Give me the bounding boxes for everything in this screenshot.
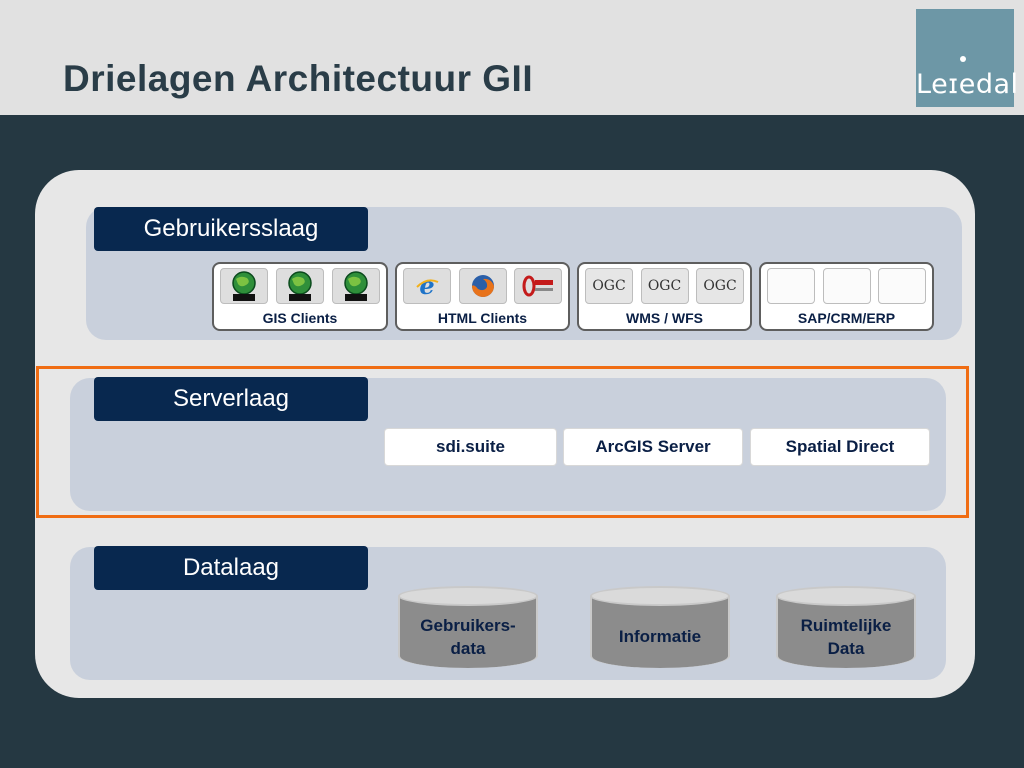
slide-header xyxy=(0,0,1024,115)
sap-crm-erp-caption: SAP/CRM/ERP xyxy=(797,310,896,326)
server-sdi-suite: sdi.suite xyxy=(384,428,557,466)
ogc-icon: OGC xyxy=(585,268,633,304)
database-informatie: Informatie xyxy=(590,586,730,672)
wms-wfs-group: OGC OGC OGC WMS / WFS xyxy=(577,262,752,331)
gis-clients-group: GIS Clients xyxy=(212,262,388,331)
ogc-icon: OGC xyxy=(696,268,744,304)
gis-clients-caption: GIS Clients xyxy=(262,310,338,326)
server-spatial-direct: Spatial Direct xyxy=(750,428,930,466)
blank-icon xyxy=(767,268,815,304)
esri-globe-icon xyxy=(220,268,268,304)
user-layer-label: Gebruikersslaag xyxy=(94,207,368,251)
blank-icon xyxy=(878,268,926,304)
opera-icon xyxy=(514,268,562,304)
logo-dot xyxy=(960,56,966,62)
ogc-icon: OGC xyxy=(640,268,689,304)
server-layer-label: Serverlaag xyxy=(94,377,368,421)
database-label: Gebruikers-data xyxy=(420,616,516,658)
server-arcgis-server: ArcGIS Server xyxy=(563,428,743,466)
database-label: Informatie xyxy=(618,627,702,646)
leiedal-logo: Leɪedal xyxy=(916,9,1019,107)
database-gebruikersdata: Gebruikers-data xyxy=(398,586,538,672)
server-layer-highlight xyxy=(36,366,969,518)
logo-text: Leɪedal xyxy=(916,69,1019,100)
slide-title: Drielagen Architectuur GII xyxy=(63,58,534,99)
svg-text:e: e xyxy=(419,273,434,299)
esri-globe-icon xyxy=(276,268,324,304)
sap-crm-erp-group: SAP/CRM/ERP xyxy=(759,262,934,331)
wms-wfs-caption: WMS / WFS xyxy=(626,310,703,326)
firefox-icon xyxy=(458,268,507,304)
blank-icon xyxy=(822,268,871,304)
data-layer-label: Datalaag xyxy=(94,546,368,590)
html-clients-group: e HTML Clients xyxy=(395,262,570,331)
html-clients-caption: HTML Clients xyxy=(437,310,528,326)
internet-explorer-icon: e xyxy=(403,268,451,304)
esri-globe-icon xyxy=(332,268,380,304)
